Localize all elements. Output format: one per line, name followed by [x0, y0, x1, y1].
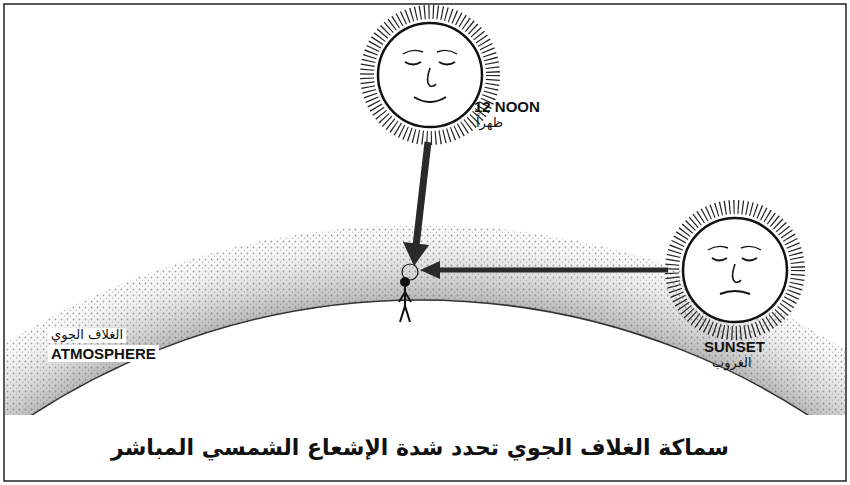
sunset-ray-arrow	[420, 261, 668, 279]
atmosphere-label-arabic: الغلاف الجوي	[48, 328, 126, 343]
noon-ray-arrow	[403, 142, 429, 266]
sun-label: SUNSET	[704, 338, 765, 355]
atmosphere-label: ATMOSPHERE	[48, 345, 159, 362]
sun-label-arabic: ظهراً	[476, 116, 503, 131]
sunset-sun	[672, 207, 798, 333]
caption: سماكة الغلاف الجوي تحدد شدة الإشعاع الشم…	[111, 435, 729, 460]
noon-sun	[367, 12, 493, 138]
sun-label: 12 NOON	[474, 98, 540, 115]
person-figure	[399, 264, 418, 322]
sun-label-arabic: الغروب	[712, 356, 752, 371]
